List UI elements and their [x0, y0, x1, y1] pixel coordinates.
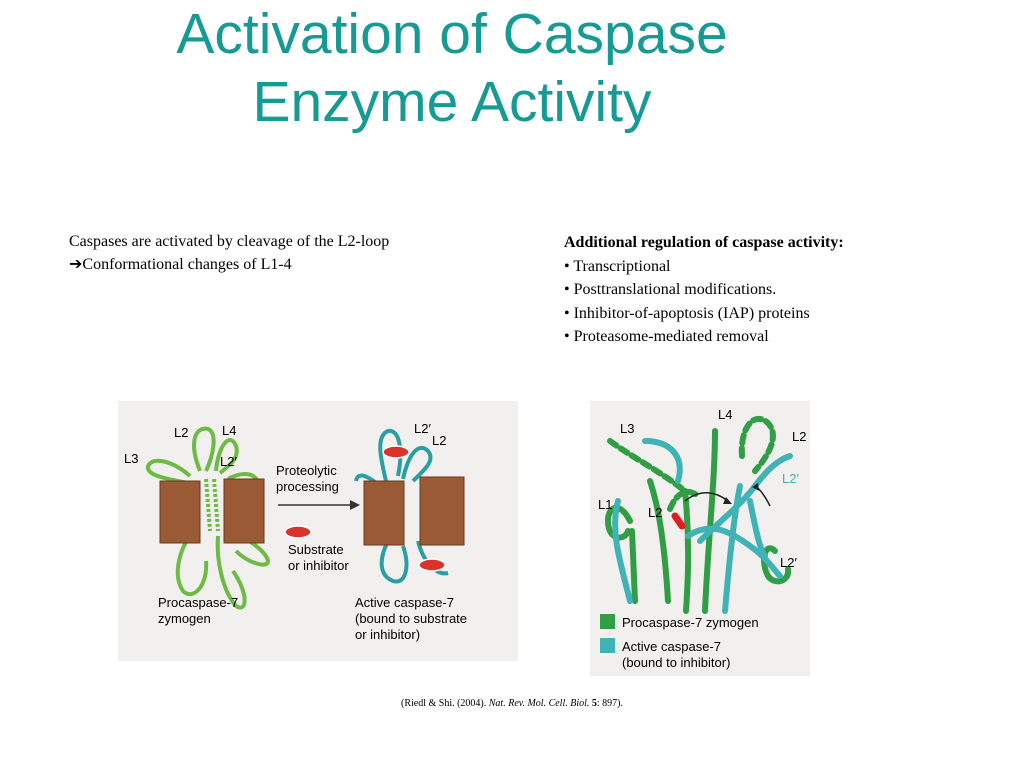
procaspase-caption-line1: Procaspase-7 [158, 595, 238, 610]
legend-active-swatch [600, 638, 615, 653]
conformation-arrow-2-head [752, 483, 759, 491]
legend-zymogen-swatch [600, 614, 615, 629]
arrow-label-line1: Proteolytic [276, 463, 337, 478]
procaspase-caption-line2: zymogen [158, 611, 211, 626]
conformation-arrow-1-head [723, 497, 732, 504]
active-caption-line3: or inhibitor) [355, 627, 420, 642]
active-loop-bottom-left [379, 540, 409, 584]
zymogen-l4-loop [738, 415, 776, 474]
regulation-item: • Inhibitor-of-apoptosis (IAP) proteins [564, 304, 810, 322]
substrate-label-line1: Substrate [288, 542, 344, 557]
bound-substrate-top [382, 445, 410, 459]
active-caption-line1: Active caspase-7 [355, 595, 454, 610]
active-label-l2prime: L2′ [414, 421, 431, 436]
slide-title-line1: Activation of Caspase [176, 2, 728, 66]
inhibitor-mark [671, 512, 686, 530]
legend-zymogen-label: Procaspase-7 zymogen [622, 615, 759, 630]
active-strand-5 [722, 483, 743, 614]
zymogen-strand-1 [629, 528, 638, 604]
citation-journal: Nat. Rev. Mol. Cell. Biol. [488, 698, 590, 709]
regulation-item: • Transcriptional [564, 257, 671, 275]
active-strand-1 [612, 498, 633, 604]
label-l3: L3 [124, 451, 138, 466]
legend-active-label-line1: Active caspase-7 [622, 639, 721, 654]
active-caption-line2: (bound to substrate [355, 611, 467, 626]
zymogen-strand-4 [702, 428, 718, 614]
zymogen-domain-left [159, 480, 201, 544]
conformation-arrow-1 [684, 492, 729, 502]
zymogen-l3-loop [607, 438, 688, 494]
citation: (Riedl & Shi. (2004). Nat. Rev. Mol. Cel… [0, 698, 1024, 709]
conformation-strands [604, 415, 793, 614]
zymogen-loop-l3 [146, 458, 192, 485]
active-domain-right [419, 476, 465, 546]
activation-line2-text: Conformational changes of L1-4 [82, 256, 292, 273]
bound-substrate-bottom [418, 558, 446, 572]
zymogen-l2prime-strand [761, 545, 792, 585]
active-cross-strand [685, 525, 783, 579]
regulation-item: • Proteasome-mediated removal [564, 328, 769, 345]
right-label-l2prime: L2′ [782, 471, 799, 486]
active-l3-strand [642, 438, 683, 484]
active-label-l2: L2 [432, 433, 446, 448]
label-l2: L2 [174, 425, 188, 440]
regulation-item: • Posttranslational modifications. [564, 281, 777, 298]
citation-volume: 5 [589, 698, 597, 709]
procaspase-activation-figure: L2 L4 L3 L2′ Proteolytic processing Subs… [118, 401, 518, 661]
label-l2prime: L2′ [220, 454, 237, 469]
zymogen-l2-loop [667, 488, 701, 512]
zymogen-loop-bottom-mid [215, 535, 247, 610]
activation-text: Caspases are activated by cleavage of th… [69, 230, 389, 276]
zymogen-loop-l4 [214, 438, 239, 475]
loop-conformation-svg: L3 L4 L2 L2′ L1 L2 L2′ Procaspase-7 zymo… [598, 407, 806, 670]
label-l4: L4 [222, 423, 236, 438]
activation-line2: ➔Conformational changes of L1-4 [69, 253, 389, 276]
right-label-l2prime-bottom: L2′ [780, 555, 797, 570]
right-label-l2-center: L2 [648, 505, 662, 520]
right-label-l2: L2 [792, 429, 806, 444]
zymogen-loop-bottom-left [175, 529, 209, 597]
loop-conformation-figure: L3 L4 L2 L2′ L1 L2 L2′ Procaspase-7 zymo… [590, 401, 810, 676]
active-loop-top-right [401, 445, 433, 483]
right-label-l4: L4 [718, 407, 732, 422]
right-label-l3: L3 [620, 421, 634, 436]
process-arrow-head [350, 500, 360, 510]
active-l2prime-strand [747, 498, 768, 559]
regulation-heading: Additional regulation of caspase activit… [564, 234, 844, 251]
legend-active-label-line2: (bound to inhibitor) [622, 655, 730, 670]
zymogen-l1-strand [604, 504, 633, 541]
citation-prefix: (Riedl & Shi. (2004). [400, 698, 489, 709]
slide-title: Activation of Caspase Enzyme Activity [0, 0, 904, 136]
activation-line1: Caspases are activated by cleavage of th… [69, 233, 390, 250]
substrate-ellipse [284, 525, 312, 539]
arrow-icon: ➔ [69, 256, 83, 273]
procaspase-activation-svg: L2 L4 L3 L2′ Proteolytic processing Subs… [124, 421, 467, 642]
substrate-label-line2: or inhibitor [288, 558, 349, 573]
slide-title-line2: Enzyme Activity [252, 70, 652, 134]
zymogen-dashed-strand [204, 478, 220, 532]
citation-suffix: : 897). [596, 698, 624, 709]
active-domain-left [363, 480, 405, 546]
zymogen-strand-2 [647, 478, 671, 604]
zymogen-strand-3 [682, 488, 692, 614]
regulation-text: Additional regulation of caspase activit… [564, 231, 844, 349]
zymogen-domain-right [223, 478, 265, 544]
zymogen-loop-l2 [192, 426, 216, 472]
right-label-l1: L1 [598, 497, 612, 512]
arrow-label-line2: processing [276, 479, 339, 494]
